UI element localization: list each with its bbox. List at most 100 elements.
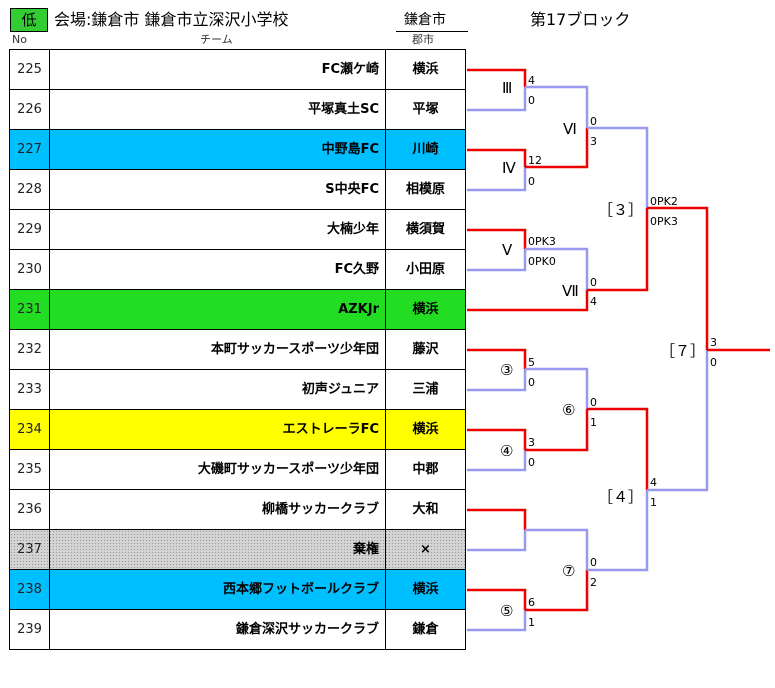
score: 0 xyxy=(528,175,535,188)
team-number: 237 xyxy=(10,530,50,569)
team-name: 大楠少年 xyxy=(50,210,386,249)
score: 1 xyxy=(590,416,597,429)
team-city: 横須賀 xyxy=(405,222,445,237)
round-label: ［４］ xyxy=(598,488,643,506)
bracket-line xyxy=(467,369,527,392)
team-name: 本町サッカースポーツ少年団 xyxy=(50,330,386,369)
team-number: 233 xyxy=(10,370,50,409)
round-label: Ⅶ xyxy=(562,282,579,300)
team-city: × xyxy=(420,542,431,557)
team-name: エストレーラFC xyxy=(50,410,386,449)
team-number: 235 xyxy=(10,450,50,489)
round-label: Ⅲ xyxy=(502,79,512,97)
team-city: 小田原 xyxy=(405,262,445,277)
score: 0 xyxy=(710,356,717,369)
team-number: 239 xyxy=(10,610,50,649)
team-name: 初声ジュニア xyxy=(50,370,386,409)
bracket-line xyxy=(467,428,527,450)
bracket-line xyxy=(525,85,589,128)
score: 0PK3 xyxy=(650,215,678,228)
team-city: 横浜 xyxy=(412,422,439,437)
team-city: 横浜 xyxy=(412,582,439,597)
team-number: 232 xyxy=(10,330,50,369)
round-label: Ⅳ xyxy=(502,159,516,177)
team-name: 棄権 xyxy=(50,530,386,569)
team-name: 柳橋サッカークラブ xyxy=(50,490,386,529)
round-label: ③ xyxy=(500,361,513,379)
bracket-line xyxy=(467,87,527,112)
bracket-line xyxy=(647,206,709,350)
city-underline xyxy=(396,31,468,32)
bracket-line xyxy=(525,367,589,409)
team-number: 231 xyxy=(10,290,50,329)
venue-title: 会場:鎌倉市 鎌倉市立深沢小学校 xyxy=(54,10,289,29)
score: 0PK2 xyxy=(650,195,678,208)
team-number: 230 xyxy=(10,250,50,289)
score: 0 xyxy=(528,456,535,469)
score: 2 xyxy=(590,576,597,589)
round-label: ［３］ xyxy=(598,201,643,219)
score: 3 xyxy=(710,336,717,349)
round-label: Ⅵ xyxy=(563,120,577,138)
team-city: 三浦 xyxy=(412,382,439,397)
team-name: 大磯町サッカースポーツ少年団 xyxy=(50,450,386,489)
bracket-line xyxy=(525,409,589,452)
score: 0 xyxy=(590,396,597,409)
score: 1 xyxy=(650,496,657,509)
team-city: 鎌倉 xyxy=(412,622,439,637)
col-team-header: チーム xyxy=(200,33,233,46)
score: 0PK0 xyxy=(528,255,556,268)
round-label: ⑦ xyxy=(562,562,575,580)
round-label: ⑥ xyxy=(562,401,575,419)
team-city: 横浜 xyxy=(412,62,439,77)
bracket-line xyxy=(525,528,589,570)
score: 6 xyxy=(528,596,535,609)
team-number: 225 xyxy=(10,50,50,89)
bracket-line xyxy=(647,350,709,492)
team-name: 西本郷フットボールクラブ xyxy=(50,570,386,609)
round-label: ④ xyxy=(500,442,513,460)
col-no-header: No xyxy=(12,33,27,46)
team-number: 229 xyxy=(10,210,50,249)
score: 4 xyxy=(528,74,535,87)
team-number: 226 xyxy=(10,90,50,129)
bracket-line xyxy=(467,588,527,610)
bracket-line xyxy=(525,570,589,612)
bracket-line xyxy=(467,148,527,167)
bracket-line xyxy=(467,610,527,632)
bracket-line xyxy=(587,208,649,292)
team-number: 238 xyxy=(10,570,50,609)
score: 0PK3 xyxy=(528,235,556,248)
bracket-line xyxy=(467,290,589,312)
score: 5 xyxy=(528,356,535,369)
team-name: 鎌倉深沢サッカークラブ xyxy=(50,610,386,649)
bracket-line xyxy=(467,530,527,552)
score: 3 xyxy=(528,436,535,449)
score: 4 xyxy=(590,295,597,308)
team-city: 藤沢 xyxy=(412,342,439,357)
team-number: 234 xyxy=(10,410,50,449)
col-city-header: 郡市 xyxy=(412,33,434,46)
team-city: 中郡 xyxy=(412,462,439,477)
team-name: AZKJr xyxy=(50,290,386,329)
score: 0 xyxy=(590,115,597,128)
level-badge: 低 xyxy=(10,8,48,32)
round-label: ⑤ xyxy=(500,602,513,620)
round-label: Ⅴ xyxy=(502,241,513,259)
team-number: 227 xyxy=(10,130,50,169)
bracket-line xyxy=(525,128,589,169)
team-name: FC瀬ケ崎 xyxy=(50,50,386,89)
team-name: 中野島FC xyxy=(50,130,386,169)
